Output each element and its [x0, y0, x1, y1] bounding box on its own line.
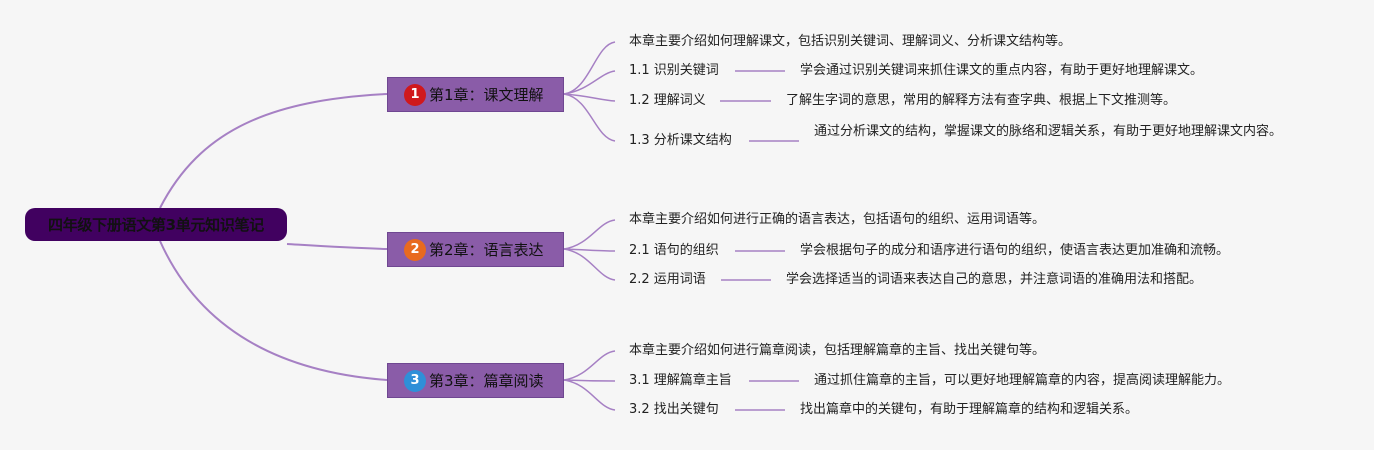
link-ch1-s1: [563, 70, 616, 95]
link-ch3-s1: [563, 379, 616, 382]
section-1-3-label: 1.3 分析课文结构: [629, 133, 732, 148]
section-2-2-label: 2.2 运用词语: [629, 272, 706, 287]
section-3-1-desc: 通过抓住篇章的主旨，可以更好地理解篇章的内容，提高阅读理解能力。: [814, 373, 1231, 388]
link-ch3-s2: [563, 379, 616, 411]
chapter-3-summary: 本章主要介绍如何进行篇章阅读，包括理解篇章的主旨、找出关键句等。: [629, 343, 1046, 358]
priority-2-icon: 2: [404, 238, 426, 261]
chapter-1-node[interactable]: 1 第1章：课文理解: [387, 77, 564, 112]
chapter-1-title: 第1章：课文理解: [429, 86, 544, 104]
section-3-2-desc: 找出篇章中的关键句，有助于理解篇章的结构和逻辑关系。: [800, 402, 1139, 417]
link-root-chapter-1: [159, 93, 388, 209]
chapter-3-title: 第3章：篇章阅读: [429, 372, 544, 390]
link-ch2-s1: [563, 248, 616, 252]
chapter-2-title: 第2章：语言表达: [429, 241, 544, 259]
section-1-2-desc: 了解生字词的意思，常用的解释方法有查字典、根据上下文推测等。: [786, 93, 1177, 108]
link-ch1-s3: [563, 93, 616, 142]
section-3-1-label: 3.1 理解篇章主旨: [629, 373, 732, 388]
section-1-1-label: 1.1 识别关键词: [629, 63, 719, 78]
root-title: 四年级下册语文第3单元知识笔记: [48, 216, 264, 234]
section-1-1-desc: 学会通过识别关键词来抓住课文的重点内容，有助于更好地理解课文。: [800, 63, 1204, 78]
link-ch3-summary: [563, 350, 616, 381]
section-2-1-label: 2.1 语句的组织: [629, 243, 719, 258]
priority-1-icon: 1: [404, 83, 426, 106]
link-ch1-s2: [563, 93, 616, 102]
link-ch1-summary: [563, 41, 616, 95]
link-ch2-s2: [563, 248, 616, 281]
section-3-2-label: 3.2 找出关键句: [629, 402, 719, 417]
root-node[interactable]: 四年级下册语文第3单元知识笔记: [25, 208, 287, 241]
chapter-3-node[interactable]: 3 第3章：篇章阅读: [387, 363, 564, 398]
link-root-chapter-2: [286, 243, 388, 250]
priority-3-icon: 3: [404, 369, 426, 392]
section-1-3-desc: 通过分析课文的结构，掌握课文的脉络和逻辑关系，有助于更好地理解课文内容。: [814, 124, 1283, 139]
chapter-2-summary: 本章主要介绍如何进行正确的语言表达，包括语句的组织、运用词语等。: [629, 212, 1046, 227]
section-2-1-desc: 学会根据句子的成分和语序进行语句的组织，使语言表达更加准确和流畅。: [800, 243, 1230, 258]
link-ch2-summary: [563, 219, 616, 250]
chapter-1-summary: 本章主要介绍如何理解课文，包括识别关键词、理解词义、分析课文结构等。: [629, 34, 1072, 49]
section-1-2-label: 1.2 理解词义: [629, 93, 706, 108]
section-2-2-desc: 学会选择适当的词语来表达自己的意思，并注意词语的准确用法和搭配。: [786, 272, 1203, 287]
link-root-chapter-3: [159, 240, 388, 381]
chapter-2-node[interactable]: 2 第2章：语言表达: [387, 232, 564, 267]
